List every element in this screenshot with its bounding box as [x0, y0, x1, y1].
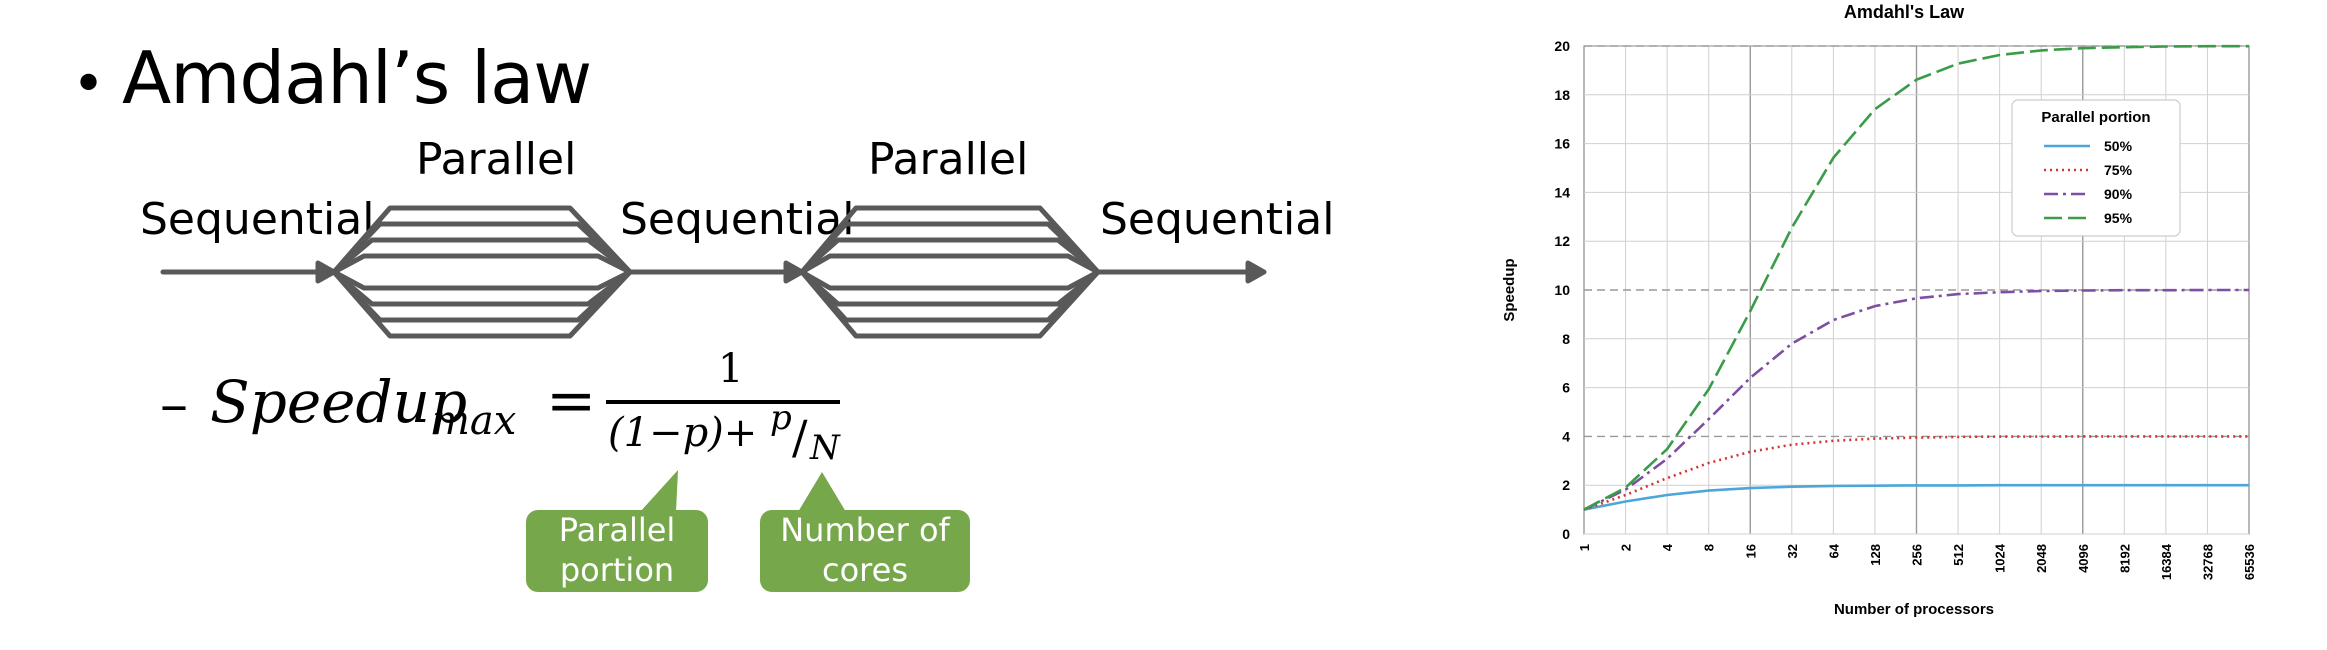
x-tick-label: 256: [1910, 544, 1925, 566]
formula-denominator-p: p: [770, 398, 792, 438]
chart-series: [1583, 44, 2249, 511]
callout-number-of-cores: Number of cores: [760, 510, 970, 592]
legend-label: 95%: [2104, 210, 2133, 226]
legend-label: 75%: [2104, 162, 2133, 178]
callout-parallel-portion: Parallel portion: [526, 510, 708, 592]
x-tick-label: 16: [1743, 544, 1758, 558]
callout-cores-line2: cores: [822, 551, 908, 589]
x-tick-label: 4096: [2076, 544, 2091, 573]
legend-label: 50%: [2104, 138, 2133, 154]
y-tick-label: 16: [1554, 136, 1570, 152]
label-parallel-2: Parallel: [868, 134, 1029, 185]
label-sequential-2: Sequential: [620, 194, 855, 245]
y-tick-label: 12: [1554, 233, 1570, 249]
label-sequential-3: Sequential: [1100, 194, 1335, 245]
series-line-50pct: [1583, 483, 2249, 511]
x-tick-label: 32768: [2200, 544, 2215, 580]
formula-equals: =: [546, 366, 597, 436]
x-tick-label: 32: [1785, 544, 1800, 558]
series-line-95pct: [1583, 44, 2249, 511]
legend-title: Parallel portion: [2041, 109, 2150, 126]
x-tick-label: 2: [1619, 544, 1634, 551]
formula-denominator-left: (1−p)+: [608, 410, 758, 456]
x-tick-label: 4: [1660, 543, 1675, 551]
x-axis-label: Number of processors: [1834, 601, 1994, 618]
arrow-head-2: [783, 260, 805, 284]
formula-denominator-slash: /: [792, 410, 808, 464]
fraction-bar: [606, 400, 840, 404]
bullet-dot: •: [72, 52, 105, 117]
x-tick-label: 1024: [1993, 543, 2008, 573]
x-tick-label: 16384: [2159, 543, 2174, 580]
formula-numerator: 1: [718, 346, 744, 392]
x-tick-label: 8: [1702, 544, 1717, 551]
y-tick-label: 6: [1562, 380, 1570, 396]
formula-speedup: Speedup: [210, 368, 468, 436]
series-line-90pct: [1583, 288, 2249, 511]
label-parallel-1: Parallel: [416, 134, 577, 185]
y-tick-label: 14: [1554, 184, 1570, 200]
formula-subscript-max: max: [432, 398, 517, 444]
x-tick-label: 512: [1951, 544, 1966, 566]
y-tick-label: 20: [1554, 38, 1570, 54]
y-axis-label: Speedup: [1501, 258, 1518, 321]
x-tick-label: 8192: [2117, 544, 2132, 573]
x-tick-label: 1: [1577, 544, 1592, 551]
slide-title-text: Amdahl’s law: [122, 36, 592, 120]
callout-parallel-line2: portion: [559, 551, 675, 589]
arrow-head-3: [1245, 260, 1267, 284]
callout-parallel-line1: Parallel: [558, 511, 676, 549]
arrow-head-1: [315, 260, 337, 284]
slide-title: • Amdahl’s law: [72, 36, 592, 120]
parallel-flow-diagram: [160, 205, 1267, 339]
legend-label: 90%: [2104, 186, 2133, 202]
callout-pointer-parallel: [640, 470, 678, 512]
callout-pointer-cores: [798, 472, 846, 512]
callout-pointers: [640, 470, 846, 512]
y-tick-label: 18: [1554, 87, 1570, 103]
y-tick-label: 10: [1554, 282, 1570, 298]
chart-legend: Parallel portion 50% 75% 90% 95%: [2011, 99, 2181, 237]
series-line-75pct: [1583, 435, 2249, 511]
y-tick-label: 2: [1562, 477, 1570, 493]
x-tick-label: 65536: [2242, 544, 2257, 580]
y-tick-label: 8: [1562, 331, 1570, 347]
y-tick-label: 4: [1562, 428, 1570, 444]
formula-dash: –: [160, 372, 188, 437]
x-tick-label: 128: [1868, 544, 1883, 566]
slide-content: • Amdahl’s law Sequential Parallel Sequen…: [72, 36, 1335, 592]
callout-cores-line1: Number of: [780, 511, 950, 549]
chart-title: Amdahl's Law: [1844, 2, 1965, 22]
y-tick-label: 0: [1562, 526, 1570, 542]
label-sequential-1: Sequential: [140, 194, 375, 245]
formula-denominator-n: N: [810, 428, 840, 468]
x-tick-label: 64: [1826, 543, 1841, 558]
x-tick-label: 2048: [2034, 544, 2049, 573]
legend-box: [2011, 99, 2181, 237]
